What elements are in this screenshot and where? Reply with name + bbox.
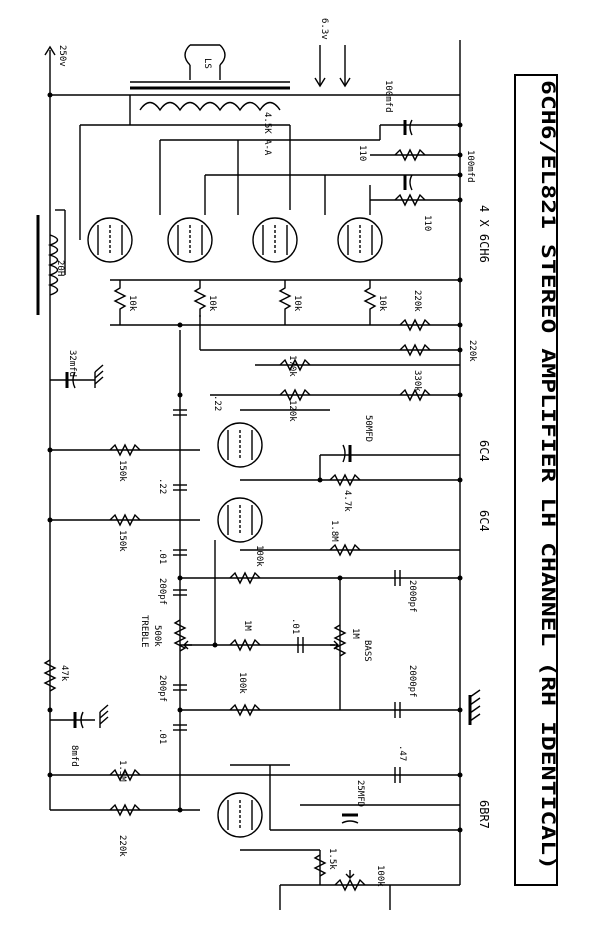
resistor-330k-label: 330k bbox=[412, 370, 422, 392]
resistor-10k-1-label: 10k bbox=[127, 295, 137, 312]
resistor-100k-1-label: 100k bbox=[254, 545, 264, 567]
transformer-impedance-label: 4.5K A-A bbox=[262, 112, 272, 156]
driver-tube-1 bbox=[217, 422, 263, 468]
resistor-10k-2-label: 10k bbox=[207, 295, 217, 312]
resistor-220k-2-label: 220k bbox=[467, 340, 477, 362]
resistor-150k-2-label: 150k bbox=[117, 530, 127, 552]
cap-200pf-b-label: 200pf bbox=[157, 675, 167, 702]
cap-2000pf-a-label: 2000pf bbox=[407, 580, 417, 613]
junction-dots bbox=[47, 92, 463, 833]
input-resistors bbox=[109, 767, 401, 892]
cap-01-a-label: .01 bbox=[157, 548, 167, 564]
output-tubes-label: 4 X 6CH6 bbox=[477, 205, 491, 263]
title-box bbox=[514, 74, 558, 886]
resistor-220k-in-label: 220k bbox=[117, 835, 127, 857]
cap-100mfd-a-label: 100mfd bbox=[383, 80, 393, 113]
resistor-1-8m-label: 1.8M bbox=[329, 520, 339, 542]
output-tube-2 bbox=[167, 217, 213, 263]
treble-label: TREBLE bbox=[139, 615, 149, 648]
input-tube bbox=[217, 792, 263, 838]
resistor-4-7k-label: 4.7k bbox=[342, 490, 352, 512]
cap-01-c-label: .01 bbox=[157, 728, 167, 744]
decoupling-47k bbox=[43, 659, 57, 692]
resistor-100k-in-label: 100k bbox=[375, 865, 385, 887]
resistor-1-5m-label: 1.5M bbox=[117, 760, 127, 782]
cap-47-label: .47 bbox=[397, 745, 407, 761]
resistor-47k-label: 47k bbox=[59, 665, 69, 682]
bass-pot bbox=[330, 624, 347, 657]
screen-bypass bbox=[394, 119, 426, 207]
tone-network bbox=[229, 637, 304, 653]
resistor-10k-3-label: 10k bbox=[292, 295, 302, 312]
cathode-resistors-output bbox=[113, 280, 377, 325]
output-tube-1 bbox=[87, 217, 133, 263]
feedback-resistors bbox=[229, 543, 401, 586]
driver-tube-2-label: 6C4 bbox=[477, 510, 491, 532]
diagram-title: 6CH6/EL821 STEREO AMPLIFIER LH CHANNEL (… bbox=[537, 80, 559, 870]
plate-resistors bbox=[109, 443, 141, 527]
output-tube-4 bbox=[337, 217, 383, 263]
resistor-120k-label: 120k bbox=[287, 400, 297, 422]
heater-supply-label: 6.3v bbox=[319, 18, 329, 40]
filter-choke bbox=[36, 215, 59, 315]
coupling-caps bbox=[173, 409, 187, 731]
cap-25mfd-label: 25MFD bbox=[355, 780, 365, 807]
input-tube-label: 6BR7 bbox=[477, 800, 491, 829]
resistor-1-5k-label: 1.5k bbox=[327, 848, 337, 870]
driver-tube-1-label: 6C4 bbox=[477, 440, 491, 462]
ground-symbol bbox=[468, 689, 481, 725]
grid-resistors bbox=[279, 318, 431, 402]
resistor-170k-label: 170k bbox=[287, 355, 297, 377]
bass-label: BASS bbox=[362, 640, 372, 662]
cap-8mfd-label: 8mfd bbox=[69, 745, 79, 767]
speaker-label: LS bbox=[202, 58, 212, 69]
resistor-220k-1-label: 220k bbox=[412, 290, 422, 312]
cap-32mfd-label: 32mfd bbox=[67, 350, 77, 377]
cap-100mfd-b-label: 100mfd bbox=[465, 150, 475, 183]
output-tube-3 bbox=[252, 217, 298, 263]
resistor-110-b-label: 110 bbox=[422, 215, 432, 231]
cap-2000pf-b-label: 2000pf bbox=[407, 665, 417, 698]
filter-cap-32mfd bbox=[50, 364, 104, 389]
cap-50mfd-label: 50MFD bbox=[363, 415, 373, 442]
resistor-100k-2-label: 100k bbox=[237, 672, 247, 694]
cap-22-a-label: .22 bbox=[212, 395, 222, 411]
resistor-150k-1-label: 150k bbox=[117, 460, 127, 482]
cap-200pf-a-label: 200pf bbox=[157, 578, 167, 605]
treble-pot-value-label: 500k bbox=[152, 625, 162, 647]
choke-label: 20H bbox=[55, 260, 65, 276]
resistor-110-a-label: 110 bbox=[357, 145, 367, 161]
driver-tube-2 bbox=[217, 497, 263, 543]
tone-lower bbox=[229, 702, 401, 718]
resistor-1m-label: 1M bbox=[242, 620, 252, 631]
cap-01-b-label: .01 bbox=[290, 618, 300, 634]
bass-pot-value-label: 1M bbox=[350, 628, 360, 639]
output-transformer bbox=[130, 44, 290, 112]
driver-cathode-bypass bbox=[329, 444, 361, 487]
treble-pot bbox=[173, 619, 192, 652]
cap-22-b-label: .22 bbox=[157, 478, 167, 494]
decoupling-cap-8mfd bbox=[50, 704, 109, 729]
resistor-10k-4-label: 10k bbox=[377, 295, 387, 312]
b-plus-label: 250v bbox=[57, 45, 67, 67]
wiring bbox=[44, 40, 461, 910]
